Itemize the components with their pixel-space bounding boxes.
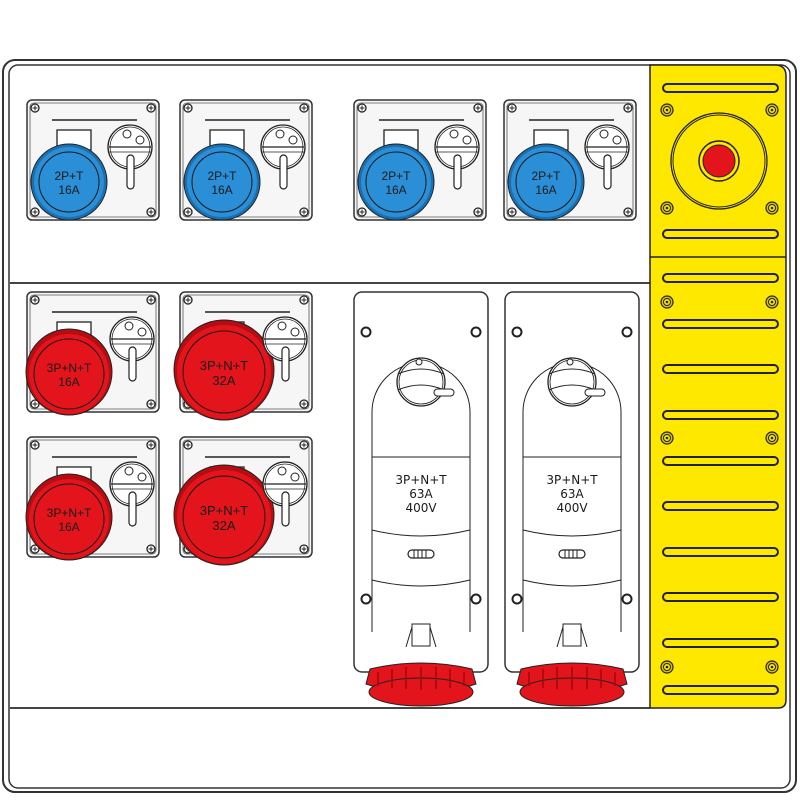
socket-label-type: 2P+T [381,169,411,183]
socket-cap-red [365,662,477,707]
socket-blue-4[interactable]: 2P+T 16A [504,100,636,220]
socket-red-32a-2[interactable]: 3P+N+T 32A [173,437,312,566]
socket-label-amps: 63A [409,487,433,501]
socket-label-type: 2P+T [207,169,237,183]
socket-label-amps: 16A [535,183,556,197]
socket-blue-1[interactable]: 2P+T 16A [27,100,159,220]
socket-label-type: 3P+N+T [200,503,248,518]
socket-63a-1[interactable]: 3P+N+T 63A 400V [353,291,489,707]
socket-red-16a-1[interactable]: 3P+N+T 16A [25,292,159,416]
socket-label-type: 2P+T [54,169,84,183]
socket-label-type: 2P+T [531,169,561,183]
emergency-stop-button[interactable] [670,112,768,210]
socket-label-amps: 16A [385,183,406,197]
socket-label-amps: 32A [212,518,235,533]
socket-label-type: 3P+N+T [395,473,447,487]
rotary-switch[interactable] [396,357,455,407]
socket-label-voltage: 400V [556,501,588,515]
socket-label-type: 3P+N+T [546,473,598,487]
socket-label-voltage: 400V [405,501,437,515]
rotary-switch[interactable] [547,357,606,407]
socket-cap-red [516,662,628,707]
socket-label-type: 3P+N+T [47,506,92,520]
emergency-side-panel [649,64,787,709]
socket-blue-2[interactable]: 2P+T 16A [180,100,312,220]
socket-blue-3[interactable]: 2P+T 16A [354,100,486,220]
socket-label-type: 3P+N+T [200,358,248,373]
socket-label-type: 3P+N+T [47,361,92,375]
socket-red-32a-1[interactable]: 3P+N+T 32A [173,292,312,421]
socket-red-16a-2[interactable]: 3P+N+T 16A [25,437,159,561]
socket-label-amps: 63A [560,487,584,501]
socket-63a-2[interactable]: 3P+N+T 63A 400V [504,291,640,707]
socket-label-amps: 16A [58,375,79,389]
socket-label-amps: 32A [212,373,235,388]
socket-label-amps: 16A [58,183,79,197]
socket-label-amps: 16A [58,520,79,534]
socket-label-amps: 16A [211,183,232,197]
